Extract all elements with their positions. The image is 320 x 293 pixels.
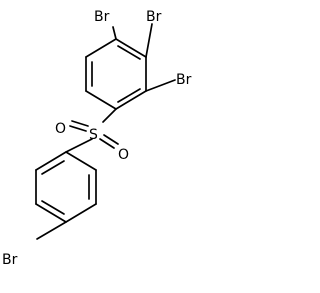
atom-br-right: Br (176, 72, 192, 88)
molecule-drawing: Br Br Br S O O Br (2, 9, 192, 268)
bond-s-o-lower-b (99, 138, 115, 149)
bond-ring1-c4-c5 (85, 90, 117, 110)
bond-ring2-c3-c4 (65, 203, 97, 223)
bond-ring2-c4-c5 (35, 203, 67, 223)
lower-benzene-ring (35, 151, 97, 223)
bond-s-o-lower-a (103, 134, 119, 145)
atom-sulfur: S (89, 127, 98, 143)
bond-c-br-right (145, 79, 176, 92)
bond-ring2-c1-c2 (65, 151, 97, 171)
atom-oxygen-lower: O (118, 147, 129, 163)
bond-ring1-c6-c1 (85, 38, 117, 58)
bond-ring1-c3-c4 (115, 90, 147, 110)
bond-c-br-top-left (112, 26, 117, 40)
atom-br-top-left: Br (94, 9, 110, 25)
bond-ring1-double-2 (117, 88, 141, 103)
bond-sulfur-ring2 (65, 138, 93, 153)
atom-br-top-right: Br (146, 9, 162, 25)
bond-s-o-upper-b (69, 125, 87, 132)
bond-c-br-bottom (36, 221, 67, 240)
sulfonyl-oxygen-upper-bond (69, 120, 89, 132)
bond-ring2-double-1 (41, 160, 65, 175)
upper-benzene-ring (85, 38, 147, 110)
bond-s-o-upper-a (71, 120, 89, 127)
bond-ring2-c6-c1 (35, 151, 67, 171)
bond-ring2-double-3 (41, 200, 65, 215)
atom-br-bottom: Br (2, 252, 18, 268)
atom-oxygen-upper: O (55, 121, 66, 137)
bond-ring1-sulfur (102, 108, 117, 123)
bond-ring1-c1-c2 (115, 38, 147, 58)
bond-c-br-top-right (145, 23, 153, 58)
bond-ring1-double-1 (117, 45, 141, 60)
structure-canvas: Br Br Br S O O Br (2, 9, 192, 268)
sulfonyl-oxygen-lower-bond (99, 134, 119, 149)
